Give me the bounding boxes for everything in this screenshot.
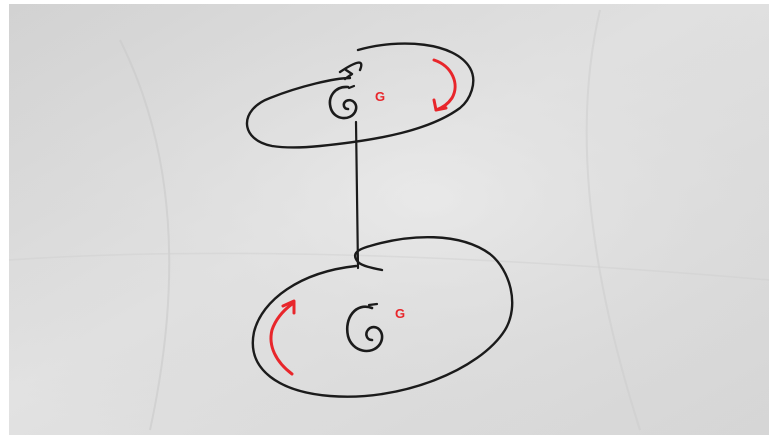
- upper-disk-center-label: G: [375, 89, 385, 104]
- lower-disk-center-label: G: [395, 306, 405, 321]
- lower-disk-center-tick: [369, 304, 377, 305]
